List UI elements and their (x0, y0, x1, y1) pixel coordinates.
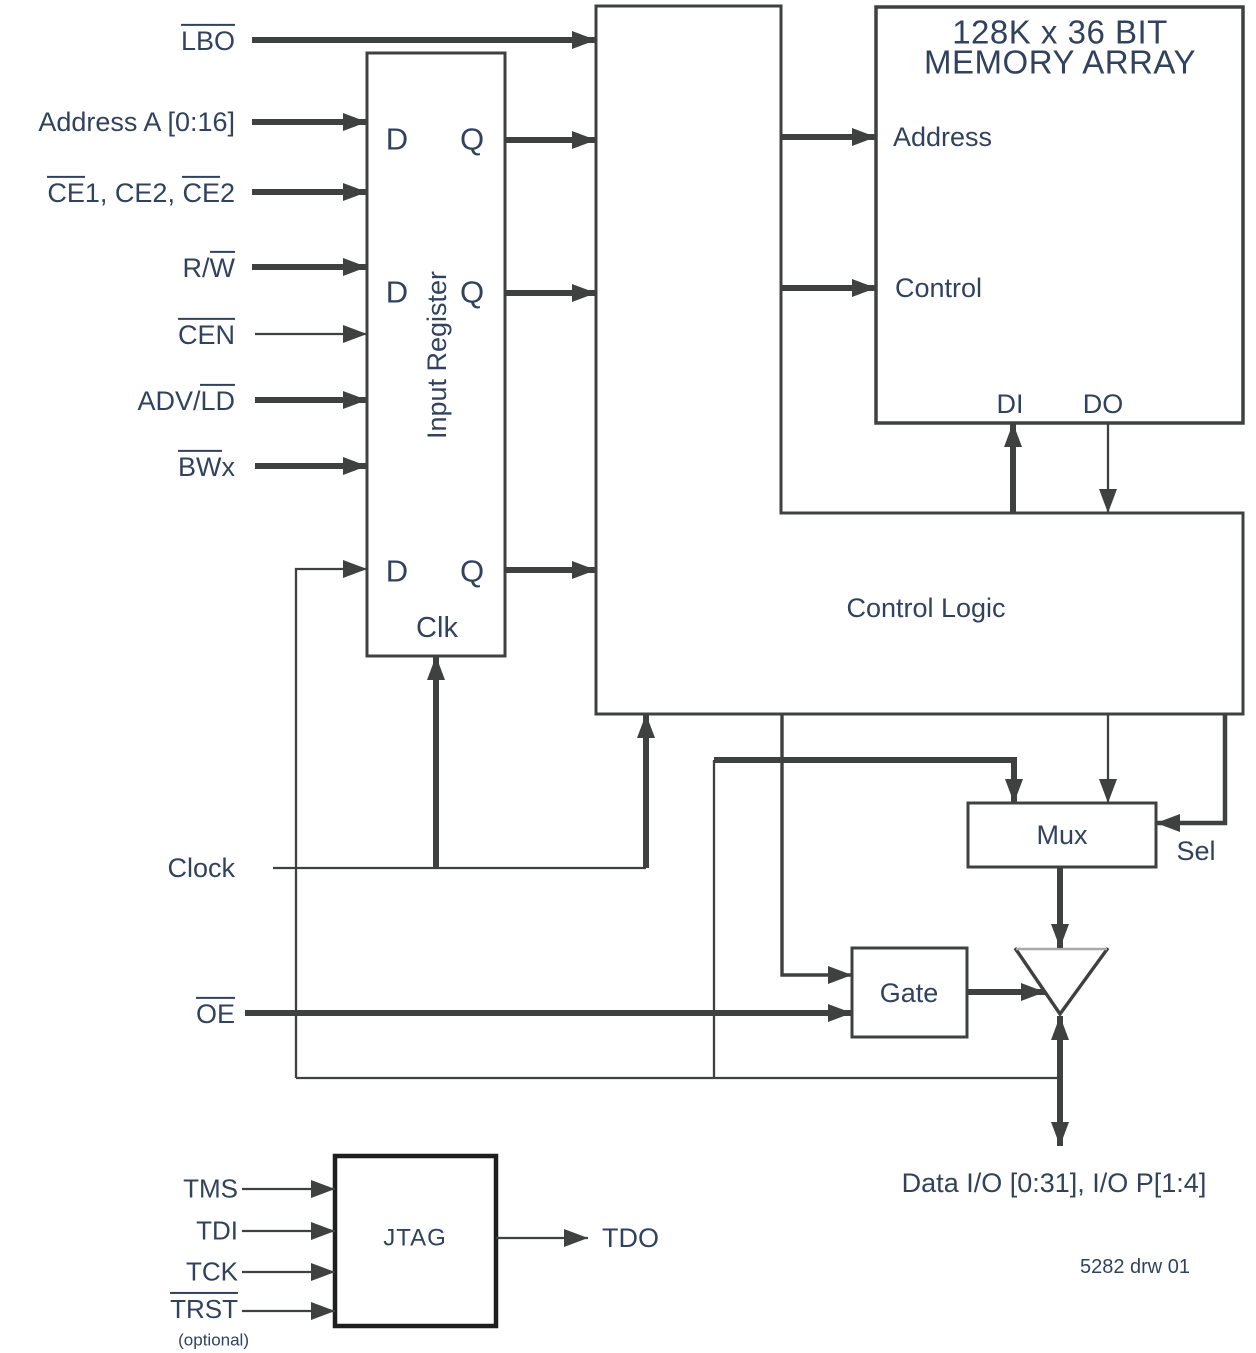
label-clock: Clock (167, 852, 235, 883)
wire-control-to-gate (780, 714, 852, 984)
label-tms: TMS (183, 1173, 238, 1204)
control-logic-block (594, 4, 1245, 716)
output-buffer-triangle (1015, 948, 1108, 1014)
wire-bypass-to-mux (714, 757, 1023, 803)
label-control-logic: Control Logic (846, 592, 1006, 623)
label-rw: R/W (182, 250, 235, 283)
label-gate: Gate (879, 977, 939, 1008)
label-q1: Q (459, 121, 485, 157)
label-bwx: BWx (178, 449, 235, 482)
label-do: DO (1082, 388, 1124, 419)
label-data-io: Data I/O [0:31], I/O P[1:4] (901, 1167, 1207, 1198)
label-jtag: JTAG (383, 1224, 447, 1252)
label-di: DI (996, 388, 1024, 419)
label-ce: CE1, CE2, CE2 (47, 175, 235, 208)
label-memory-title-1: 128K x 36 BIT (952, 13, 1168, 51)
label-drawing-number: 5282 drw 01 (1079, 1255, 1191, 1278)
label-tck: TCK (186, 1256, 238, 1287)
input-register-block (365, 51, 507, 658)
label-adv-ld: ADV/LD (137, 383, 235, 416)
gate-block (850, 946, 969, 1039)
label-memory-address: Address (893, 121, 993, 152)
mux-block (966, 801, 1158, 869)
label-clk: Clk (416, 611, 458, 644)
label-memory-title-2: MEMORY ARRAY (924, 43, 1196, 81)
label-sel: Sel (1176, 835, 1216, 866)
label-trst: TRST (170, 1291, 238, 1324)
label-lbo: LBO (180, 23, 235, 56)
label-q2: Q (459, 274, 485, 310)
label-mux: Mux (1036, 819, 1088, 850)
label-memory-control: Control (895, 272, 983, 303)
label-tdo: TDO (602, 1222, 659, 1253)
label-cen: CEN (177, 317, 235, 350)
label-d1: D (385, 121, 409, 157)
label-oe: OE (195, 996, 235, 1029)
label-tdi: TDI (196, 1215, 238, 1246)
memory-array-block (874, 5, 1245, 425)
jtag-block (332, 1153, 499, 1329)
label-input-register: Input Register (421, 270, 452, 440)
label-optional: (optional) (178, 1330, 249, 1350)
wire-sel (1156, 714, 1228, 832)
label-q3: Q (459, 553, 485, 589)
label-d3: D (385, 553, 409, 589)
label-address-a: Address A [0:16] (38, 106, 235, 137)
output-buffer-sides (1013, 947, 1110, 1017)
label-d2: D (385, 274, 409, 310)
wire-data-in (294, 560, 367, 1078)
